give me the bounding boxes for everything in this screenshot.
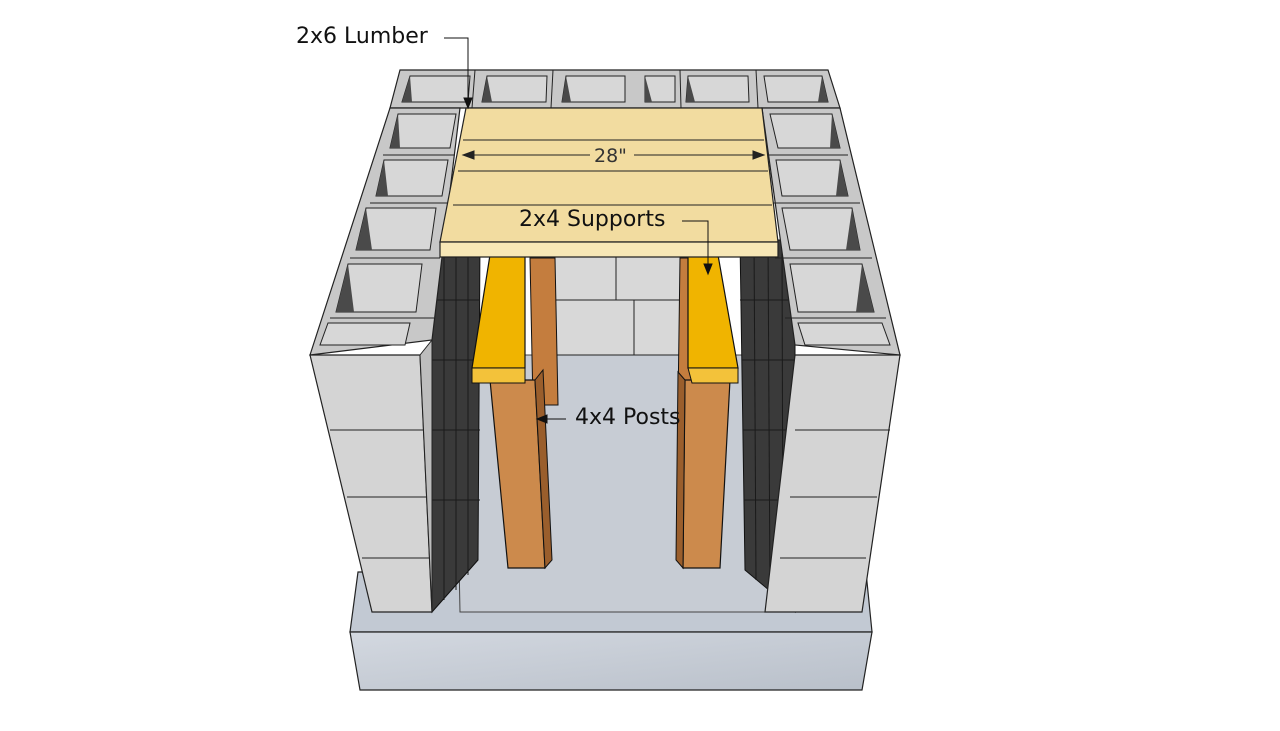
lumber-label: 2x6 Lumber xyxy=(296,24,428,49)
support-right xyxy=(687,254,739,369)
right-outer-wall xyxy=(764,354,901,613)
leader-lines xyxy=(444,37,713,424)
lumber-boards xyxy=(439,107,779,258)
left-inner-wall xyxy=(431,239,481,614)
cavity-shadows xyxy=(336,76,874,312)
posts-label: 4x4 Posts xyxy=(575,405,681,430)
dimension-label: 28" xyxy=(594,145,627,167)
post-back-left xyxy=(529,257,559,406)
supports-label: 2x4 Supports xyxy=(519,207,666,232)
back-wall xyxy=(552,254,681,356)
left-outer-wall xyxy=(309,338,433,613)
supports xyxy=(471,254,739,384)
dimension-arrow xyxy=(461,150,766,160)
block-cavities xyxy=(319,75,891,346)
